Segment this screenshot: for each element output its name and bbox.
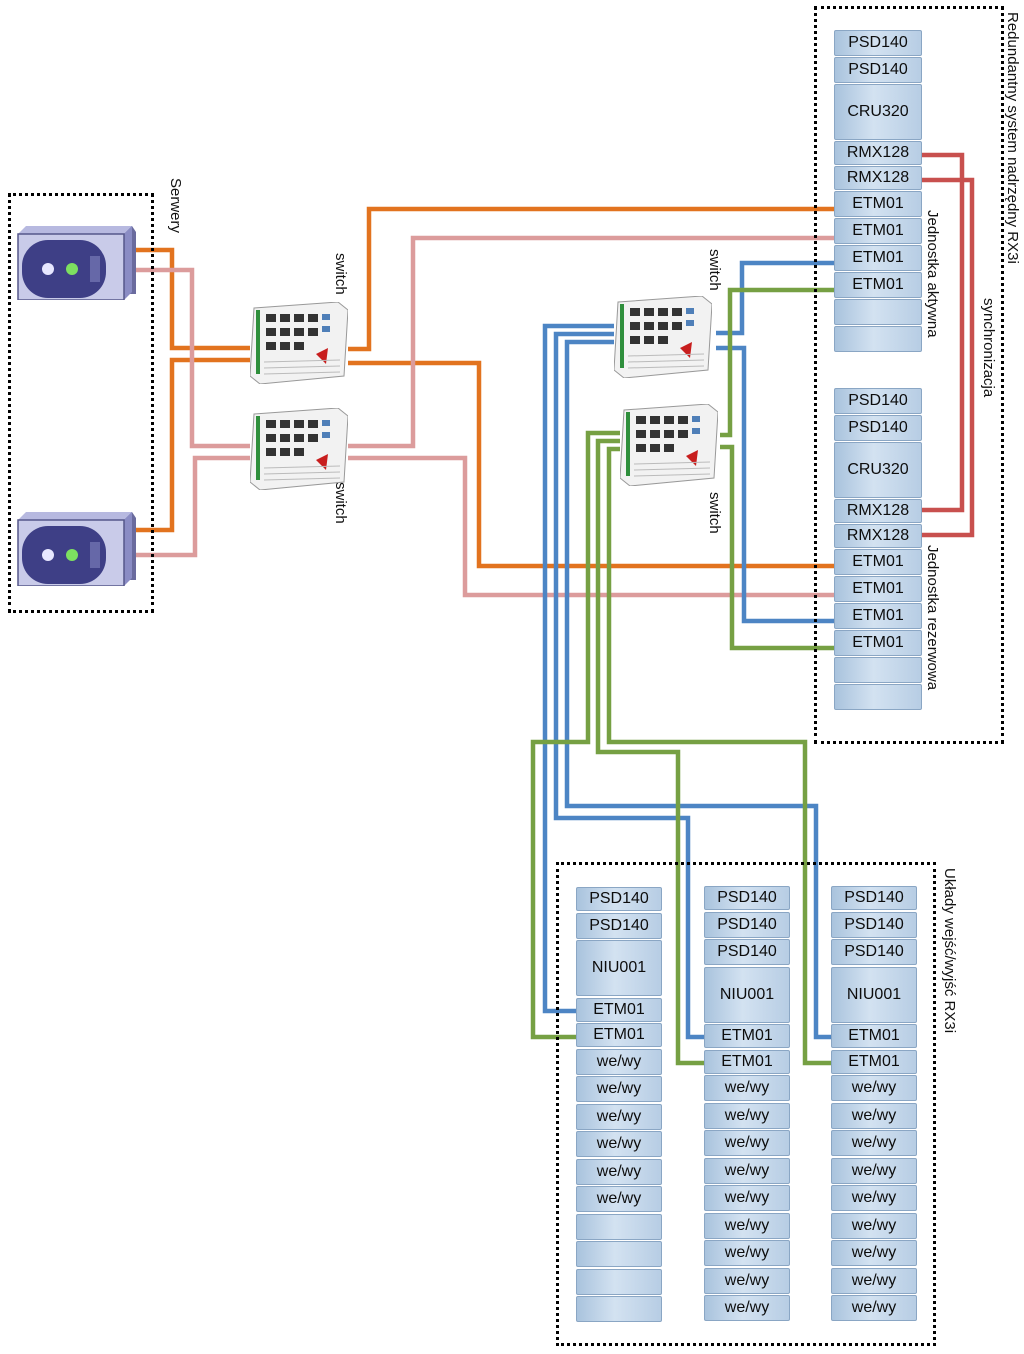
module-we-wy: we/wy	[704, 1240, 790, 1266]
switch-1-icon	[250, 302, 348, 384]
module-we-wy: we/wy	[831, 1295, 917, 1321]
module-niu001: NIU001	[704, 966, 790, 1023]
module-psd140: PSD140	[704, 939, 790, 965]
module-we-wy: we/wy	[704, 1185, 790, 1211]
module-empty	[576, 1213, 662, 1240]
switch-2-icon	[250, 408, 348, 490]
module-empty	[576, 1241, 662, 1267]
servers-group-box	[8, 193, 154, 613]
module-etm01: ETM01	[576, 997, 662, 1022]
active-unit-label: Jednostka aktywna	[924, 210, 941, 338]
module-we-wy: we/wy	[831, 1267, 917, 1294]
module-psd140: PSD140	[834, 415, 922, 441]
module-we-wy: we/wy	[704, 1157, 790, 1184]
module-rmx128: RMX128	[834, 166, 922, 190]
module-we-wy: we/wy	[704, 1130, 790, 1156]
module-we-wy: we/wy	[831, 1157, 917, 1184]
module-etm01: ETM01	[834, 218, 922, 244]
sync-links	[922, 152, 975, 538]
module-cru320: CRU320	[834, 442, 922, 498]
module-etm01: ETM01	[831, 1049, 917, 1074]
module-etm01: ETM01	[834, 272, 922, 298]
module-we-wy: we/wy	[831, 1240, 917, 1266]
module-we-wy: we/wy	[831, 1130, 917, 1156]
module-etm01: ETM01	[704, 1024, 790, 1048]
module-etm01: ETM01	[834, 245, 922, 271]
module-etm01: ETM01	[834, 630, 922, 656]
module-niu001: NIU001	[576, 940, 662, 996]
module-psd140: PSD140	[831, 886, 917, 910]
backup-unit-label: Jednostka rezerwowa	[924, 545, 941, 691]
server-2-icon	[17, 512, 136, 586]
sync-label: synchronizacja	[980, 298, 997, 398]
module-we-wy: we/wy	[831, 1102, 917, 1129]
switch-3-label: switch	[706, 249, 723, 291]
module-etm01: ETM01	[576, 1023, 662, 1047]
module-etm01: ETM01	[834, 603, 922, 629]
module-empty	[834, 684, 922, 710]
module-etm01: ETM01	[704, 1049, 790, 1074]
module-we-wy: we/wy	[831, 1185, 917, 1211]
module-we-wy: we/wy	[704, 1212, 790, 1239]
module-psd140: PSD140	[834, 57, 922, 83]
master-system-group-box	[814, 6, 1004, 744]
module-empty	[576, 1296, 662, 1322]
module-we-wy: we/wy	[576, 1186, 662, 1212]
module-we-wy: we/wy	[576, 1076, 662, 1102]
module-we-wy: we/wy	[576, 1131, 662, 1157]
module-empty	[576, 1268, 662, 1295]
module-psd140: PSD140	[831, 939, 917, 965]
module-empty	[834, 657, 922, 683]
module-psd140: PSD140	[576, 912, 662, 939]
module-we-wy: we/wy	[576, 1158, 662, 1185]
module-we-wy: we/wy	[831, 1075, 917, 1101]
switch-1-label: switch	[332, 253, 349, 295]
servers-group-label: Serwery	[167, 178, 184, 234]
module-empty	[834, 299, 922, 325]
pink-network	[135, 235, 836, 598]
green-network	[530, 287, 836, 1066]
module-psd140: PSD140	[831, 911, 917, 938]
module-we-wy: we/wy	[704, 1295, 790, 1321]
module-rmx128: RMX128	[834, 524, 922, 548]
module-we-wy: we/wy	[704, 1102, 790, 1129]
master-group-label: Redundantny system nadrzędny RX3i	[1004, 12, 1021, 264]
module-psd140: PSD140	[576, 887, 662, 911]
io-group-label: Układy wejść/wyjść RX3i	[941, 868, 958, 1034]
module-psd140: PSD140	[834, 388, 922, 414]
io-group-box	[556, 862, 936, 1346]
module-we-wy: we/wy	[704, 1267, 790, 1294]
module-etm01: ETM01	[834, 549, 922, 575]
module-psd140: PSD140	[704, 886, 790, 910]
module-rmx128: RMX128	[834, 499, 922, 523]
module-we-wy: we/wy	[831, 1212, 917, 1239]
module-etm01: ETM01	[834, 576, 922, 602]
module-empty	[834, 326, 922, 352]
module-we-wy: we/wy	[576, 1048, 662, 1075]
module-we-wy: we/wy	[704, 1075, 790, 1101]
module-psd140: PSD140	[704, 911, 790, 938]
module-cru320: CRU320	[834, 84, 922, 140]
module-etm01: ETM01	[834, 191, 922, 217]
module-we-wy: we/wy	[576, 1103, 662, 1130]
switch-4-label: switch	[706, 492, 723, 534]
server-1-icon	[17, 226, 136, 300]
switch-3-icon	[614, 296, 712, 378]
switch-4-icon	[620, 404, 718, 486]
module-psd140: PSD140	[834, 30, 922, 56]
module-rmx128: RMX128	[834, 141, 922, 165]
module-etm01: ETM01	[831, 1024, 917, 1048]
module-niu001: NIU001	[831, 966, 917, 1023]
